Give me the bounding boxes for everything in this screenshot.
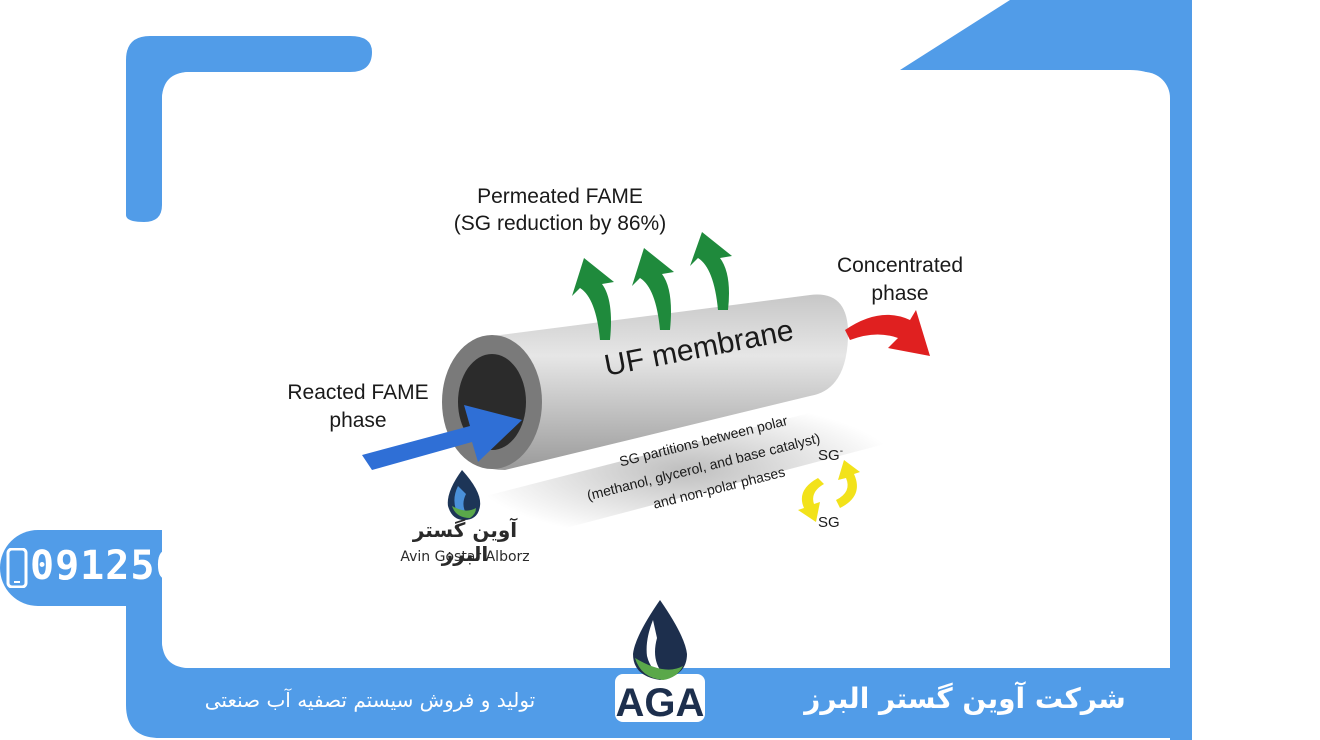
concentrate-arrow xyxy=(845,310,930,356)
sg-cycle-arrows xyxy=(798,460,860,522)
membrane-shadow xyxy=(470,400,900,540)
permeate-label-line2: (SG reduction by 86%) xyxy=(453,212,667,235)
permeate-arrows xyxy=(572,232,732,340)
aga-logo-text: AGA xyxy=(615,681,705,725)
permeate-arrow-2 xyxy=(632,248,674,330)
watermark-name-en: Avin Gostar Alborz xyxy=(400,549,530,565)
sg-top-label: SG- xyxy=(818,446,848,464)
sg-arrow-right xyxy=(836,460,860,508)
watermark-name-fa: آوین گستر البرز xyxy=(412,518,518,566)
phone-number[interactable]: 09125612291 xyxy=(30,543,306,589)
feed-arrow xyxy=(362,405,522,470)
feed-label-line2: phase xyxy=(329,409,387,432)
permeate-arrow-3 xyxy=(690,232,732,310)
concentrate-label-line2: phase xyxy=(871,282,929,305)
sg-arrow-left xyxy=(798,478,824,522)
water-drop-logo-icon xyxy=(447,470,481,520)
frame-top-left-bracket xyxy=(126,36,372,222)
permeate-arrow-1 xyxy=(572,258,614,340)
phone-icon xyxy=(6,548,28,588)
aga-logo-icon xyxy=(615,600,705,722)
company-name-fa: شرکت آوین گستر البرز xyxy=(804,682,1126,715)
concentrate-label-line1: Concentrated xyxy=(836,254,964,277)
sg-top-text: SG xyxy=(818,447,840,464)
frame-right-band xyxy=(900,0,1192,740)
tagline-fa: تولید و فروش سیستم تصفیه آب صنعتی xyxy=(204,688,536,712)
sg-top-charge: - xyxy=(839,446,844,457)
permeate-label-line1: Permeated FAME xyxy=(477,185,643,208)
sg-bottom-label: SG xyxy=(818,514,840,531)
membrane-tube xyxy=(447,294,849,470)
feed-label-line1: Reacted FAME xyxy=(287,381,429,404)
